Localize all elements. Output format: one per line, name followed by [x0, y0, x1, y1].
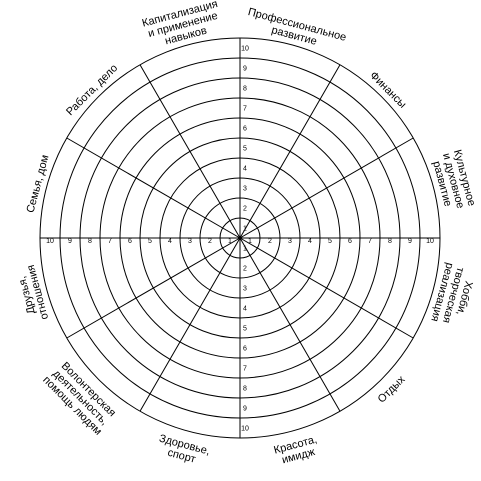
tick-down-9: 9 [243, 406, 247, 413]
tick-right-5: 5 [328, 238, 332, 245]
tick-up-4: 4 [243, 166, 247, 173]
sector-label-rest: Отдых [376, 373, 408, 405]
tick-down-1: 1 [243, 246, 247, 253]
tick-right-10: 10 [426, 238, 434, 245]
sector-label-line: Работа, дело [64, 62, 120, 118]
tick-right-7: 7 [368, 238, 372, 245]
tick-down-3: 3 [243, 286, 247, 293]
tick-right-2: 2 [268, 238, 272, 245]
tick-right-4: 4 [308, 238, 312, 245]
tick-left-1: 1 [228, 238, 232, 245]
tick-left-8: 8 [88, 238, 92, 245]
tick-left-7: 7 [108, 238, 112, 245]
tick-down-5: 5 [243, 326, 247, 333]
tick-left-10: 10 [46, 238, 54, 245]
tick-right-6: 6 [348, 238, 352, 245]
tick-down-2: 2 [243, 266, 247, 273]
tick-right-1: 1 [248, 238, 252, 245]
spoke-9 [139, 64, 241, 239]
tick-up-2: 2 [243, 206, 247, 213]
tick-right-9: 9 [408, 238, 412, 245]
sector-label-friends: Друзья,отношения [16, 263, 51, 320]
tick-down-8: 8 [243, 386, 247, 393]
tick-right-8: 8 [388, 238, 392, 245]
sector-label-finance: Финансы [367, 70, 408, 111]
sector-label-line: Финансы [367, 70, 408, 111]
tick-up-8: 8 [243, 86, 247, 93]
tick-up-10: 10 [241, 46, 249, 53]
spoke-8 [66, 137, 241, 239]
scale-tick-labels: 1 2 3 4 5 6 7 8 9 10 1 2 3 4 5 6 7 8 9 10 1 2 3 4 5 6 7 8 9 10 1 2 3 4 5 6 7… [46, 46, 434, 433]
tick-down-4: 4 [243, 306, 247, 313]
spoke-3 [239, 237, 341, 412]
tick-up-9: 9 [243, 66, 247, 73]
tick-left-6: 6 [128, 238, 132, 245]
tick-up-7: 7 [243, 106, 247, 113]
tick-down-10: 10 [241, 426, 249, 433]
tick-down-6: 6 [243, 346, 247, 353]
tick-left-9: 9 [68, 238, 72, 245]
sector-label-beauty: Красота,имидж [273, 434, 319, 467]
spoke-5 [139, 237, 241, 412]
spoke-2 [239, 237, 414, 339]
tick-up-5: 5 [243, 146, 247, 153]
tick-right-3: 3 [288, 238, 292, 245]
sector-label-health: Здоровье,спорт [158, 433, 211, 466]
tick-left-2: 2 [208, 238, 212, 245]
spoke-12 [239, 137, 414, 239]
sector-label-line: Отдых [376, 373, 408, 405]
spoke-11 [239, 64, 341, 239]
tick-left-3: 3 [188, 238, 192, 245]
wheel-spokes [40, 38, 440, 438]
tick-down-7: 7 [243, 366, 247, 373]
tick-up-3: 3 [243, 186, 247, 193]
tick-left-4: 4 [168, 238, 172, 245]
sector-label-work: Работа, дело [64, 62, 120, 118]
tick-left-5: 5 [148, 238, 152, 245]
spoke-6 [66, 237, 241, 339]
tick-up-6: 6 [243, 126, 247, 133]
tick-up-1: 1 [243, 226, 247, 233]
